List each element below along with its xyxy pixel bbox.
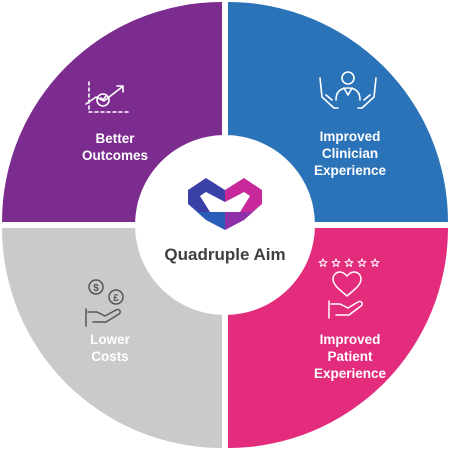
rating-star-icon: [370, 258, 380, 267]
label-costs-line2: Costs: [91, 349, 129, 364]
label-clinician-line2: Clinician: [321, 146, 379, 161]
label-better-outcomes: Better Outcomes: [60, 130, 170, 164]
center-title: Quadruple Aim: [164, 245, 286, 264]
rating-star-icon: [344, 258, 354, 267]
heart-hand-stars-icon: [318, 258, 380, 319]
rating-star-icon: [357, 258, 367, 267]
label-patient-line3: Experience: [313, 366, 387, 381]
heart-cube-logo-icon: [188, 178, 262, 230]
growth-chart-icon: [85, 81, 131, 113]
label-clinician-line3: Experience: [313, 163, 387, 178]
label-patient: Improved Patient Experience: [290, 331, 410, 382]
rating-star-icon: [318, 258, 328, 267]
label-costs: Lower Costs: [55, 331, 165, 365]
clinician-care-hands-icon: [319, 71, 377, 109]
label-patient-line1: Improved: [319, 332, 381, 347]
label-costs-line1: Lower: [90, 332, 130, 347]
rating-star-icon: [331, 258, 341, 267]
label-better-outcomes-line1: Better: [95, 131, 135, 146]
coins-hand-icon: [85, 279, 124, 327]
label-clinician-line1: Improved: [319, 129, 381, 144]
pound-sign-glyph: £: [113, 293, 119, 304]
label-patient-line2: Patient: [327, 349, 373, 364]
dollar-sign-glyph: $: [93, 283, 99, 294]
label-clinician: Improved Clinician Experience: [295, 128, 405, 179]
label-better-outcomes-line2: Outcomes: [81, 148, 149, 163]
